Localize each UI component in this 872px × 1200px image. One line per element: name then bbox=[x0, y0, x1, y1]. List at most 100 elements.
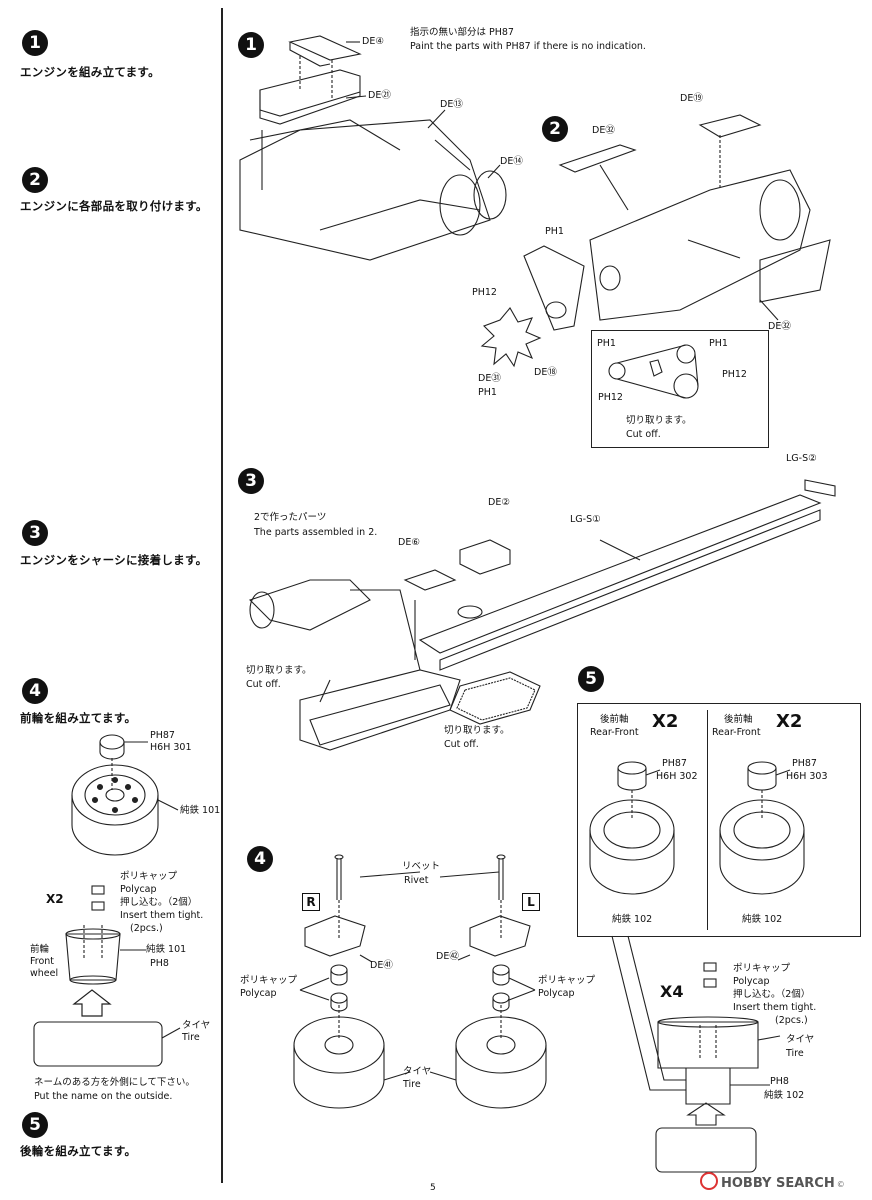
step-1-de21: DE㉑ bbox=[368, 90, 391, 101]
step-2-de31: DE㉛ bbox=[478, 373, 501, 384]
step-4-polycap-l-jp: ポリキャップ bbox=[240, 975, 298, 986]
step-4-rivet-en: Rivet bbox=[404, 875, 429, 886]
step-3-parts-jp: 2で作ったパーツ bbox=[254, 512, 327, 523]
left-front-wheel-en1: Front bbox=[30, 956, 55, 967]
step-3-cut2-en: Cut off. bbox=[444, 739, 479, 750]
step-5-wheel102b: 純鉄 102 bbox=[742, 914, 783, 925]
left-name-out-en: Put the name on the outside. bbox=[34, 1091, 173, 1102]
step-1-note-jp: 指示の無い部分は PH87 bbox=[410, 27, 514, 38]
step-4-de41: DE㊶ bbox=[370, 960, 393, 971]
step-4-polycap-l-en: Polycap bbox=[240, 988, 277, 999]
step-5-wheel102a: 純鉄 102 bbox=[612, 914, 653, 925]
left-insert-pcs: (2pcs.) bbox=[130, 923, 163, 934]
step-2-de32b: DE㉜ bbox=[768, 321, 791, 332]
step-5-rf1-jp: 後前軸 bbox=[600, 714, 629, 725]
inset-cut-jp: 切り取ります。 bbox=[626, 415, 692, 426]
step-5-h6h302: H6H 302 bbox=[656, 771, 698, 782]
step-5-ph87a: PH87 bbox=[662, 758, 687, 769]
step-5-tire-en: Tire bbox=[786, 1048, 804, 1059]
left-step-4-text: 前輪を組み立てます。 bbox=[20, 711, 137, 725]
step-5-number: 5 bbox=[578, 666, 604, 692]
left-step-2-number: 2 bbox=[22, 167, 48, 193]
page-number: 5 bbox=[430, 1183, 436, 1193]
left-step-1-text: エンジンを組み立てます。 bbox=[20, 65, 160, 79]
step-1-de4: DE④ bbox=[362, 36, 384, 47]
step-5-rf2-en: Rear-Front bbox=[712, 727, 761, 738]
left-step-1-number: 1 bbox=[22, 30, 48, 56]
inset-ph1b: PH1 bbox=[709, 338, 728, 349]
step-5-x4: X4 bbox=[660, 982, 684, 1001]
step-1-de13: DE⑬ bbox=[440, 99, 463, 110]
step-4-l-box: L bbox=[522, 893, 540, 911]
step-4-de42: DE㊷ bbox=[436, 951, 459, 962]
left-step-5-text: 後輪を組み立てます。 bbox=[20, 1144, 137, 1158]
step-5-ph8: PH8 bbox=[770, 1076, 789, 1087]
left-step-4-number: 4 bbox=[22, 678, 48, 704]
step-4-polycap-r-jp: ポリキャップ bbox=[538, 975, 596, 986]
step-2-ph1a: PH1 bbox=[545, 226, 564, 237]
inset-cut-en: Cut off. bbox=[626, 429, 661, 440]
step-2-de18: DE⑱ bbox=[534, 367, 557, 378]
step-5-rf1-en: Rear-Front bbox=[590, 727, 639, 738]
step-5-insert-jp: 押し込む。（2個） bbox=[733, 989, 811, 1000]
step-3-cut2-jp: 切り取ります。 bbox=[444, 725, 510, 736]
left-wheel-label: 純鉄 101 bbox=[180, 805, 221, 816]
step-2-de32a: DE㉜ bbox=[592, 125, 615, 136]
step-5-insert-pcs: (2pcs.) bbox=[775, 1015, 808, 1026]
inset-ph12b: PH12 bbox=[722, 369, 747, 380]
step-5-box-divider bbox=[707, 710, 709, 930]
left-step-3-text: エンジンをシャーシに接着します。 bbox=[20, 553, 208, 567]
step-4-rivet-jp: リベット bbox=[402, 861, 441, 872]
step-1-note-en: Paint the parts with PH87 if there is no… bbox=[410, 41, 646, 52]
left-tire-jp: タイヤ bbox=[182, 1020, 211, 1031]
step-2-ph12a: PH12 bbox=[472, 287, 497, 298]
step-2-belt-inset bbox=[591, 330, 769, 448]
step-5-wheel102c: 純鉄 102 bbox=[764, 1090, 805, 1101]
left-step-3-number: 3 bbox=[22, 520, 48, 546]
left-wheel2-label: 純鉄 101 bbox=[146, 944, 187, 955]
step-5-rf2-jp: 後前軸 bbox=[724, 714, 753, 725]
step-3-lgs1: LG-S① bbox=[570, 514, 601, 525]
step-1-number: 1 bbox=[238, 32, 264, 58]
step-5-insert-en: Insert them tight. bbox=[733, 1002, 817, 1013]
left-tire-en: Tire bbox=[182, 1032, 200, 1043]
step-3-lgs2: LG-S② bbox=[786, 453, 817, 464]
step-5-h6h303: H6H 303 bbox=[786, 771, 828, 782]
left-front-wheel-jp: 前輪 bbox=[30, 944, 50, 955]
left-step-2-text: エンジンに各部品を取り付けます。 bbox=[20, 199, 208, 213]
step-3-cut1-en: Cut off. bbox=[246, 679, 281, 690]
step-5-tire-jp: タイヤ bbox=[786, 1034, 815, 1045]
inset-ph1a: PH1 bbox=[597, 338, 616, 349]
watermark-brand: HOBBY SEARCH bbox=[721, 1176, 835, 1191]
step-2-ph1b: PH1 bbox=[478, 387, 497, 398]
step-3-parts-en: The parts assembled in 2. bbox=[254, 527, 378, 538]
left-polycap-jp: ポリキャップ bbox=[120, 871, 178, 882]
left-name-out-jp: ネームのある方を外側にして下さい。 bbox=[34, 1077, 195, 1088]
inset-ph12a: PH12 bbox=[598, 392, 623, 403]
watermark: HOBBY SEARCH© bbox=[700, 1172, 845, 1191]
column-divider bbox=[221, 8, 223, 1183]
step-4-number: 4 bbox=[247, 846, 273, 872]
left-insert-jp: 押し込む。（2個） bbox=[120, 897, 198, 908]
step-4-r-box: R bbox=[302, 893, 320, 911]
step-5-polycap-en: Polycap bbox=[733, 976, 770, 987]
step-4-tire-jp: タイヤ bbox=[403, 1066, 432, 1077]
step-3-cut1-jp: 切り取ります。 bbox=[246, 665, 312, 676]
step-4-tire-en: Tire bbox=[403, 1079, 421, 1090]
step-2-de19: DE⑲ bbox=[680, 93, 703, 104]
left-ph8-label: PH8 bbox=[150, 958, 169, 969]
step-3-de6: DE⑥ bbox=[398, 537, 420, 548]
step-2-number: 2 bbox=[542, 116, 568, 142]
step-5-x2a: X2 bbox=[652, 711, 679, 732]
step-4-polycap-r-en: Polycap bbox=[538, 988, 575, 999]
watermark-copyright: © bbox=[836, 1180, 845, 1189]
left-front-wheel-en2: wheel bbox=[30, 968, 59, 979]
left-x2-label: X2 bbox=[46, 892, 64, 906]
left-step-5-number: 5 bbox=[22, 1112, 48, 1138]
watermark-logo-icon bbox=[700, 1172, 718, 1190]
step-3-number: 3 bbox=[238, 468, 264, 494]
step-5-x2b: X2 bbox=[776, 711, 803, 732]
left-polycap-en: Polycap bbox=[120, 884, 157, 895]
